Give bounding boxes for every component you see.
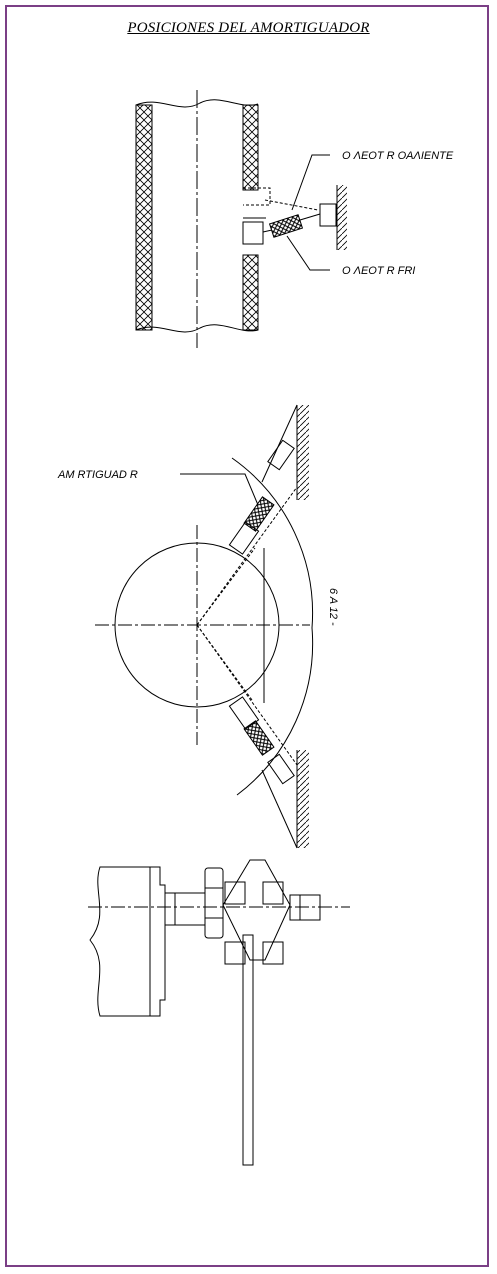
- label-cold-position: O ΛEOT R FRI: [342, 265, 415, 277]
- mounting-plate: [242, 934, 254, 1166]
- bolt-top-right: [262, 881, 284, 905]
- lower-wall-bracket: [267, 753, 295, 785]
- page-title: POSICIONES DEL AMORTIGUADOR: [127, 20, 370, 36]
- lower-spring: [243, 720, 275, 756]
- damper-body: [89, 866, 166, 1017]
- diagram-detail-view: [88, 859, 350, 1166]
- bolt-bottom-left: [224, 941, 246, 965]
- lock-nut: [204, 867, 224, 939]
- pipe-wall-right-top: [242, 104, 259, 191]
- label-damper: AM RTIGUAD R: [57, 469, 138, 481]
- pipe-wall-left: [135, 104, 153, 331]
- spring-cold: [268, 214, 304, 238]
- bolt-top-left: [224, 881, 246, 905]
- bolt-bottom-right: [262, 941, 284, 965]
- label-hot-position: O ΛEOT R OAΛIENTE: [342, 150, 454, 162]
- rod: [164, 892, 206, 926]
- wall-bracket: [319, 203, 337, 227]
- pipe-bracket: [242, 221, 264, 245]
- hub: [222, 859, 291, 961]
- upper-wall-bracket: [267, 439, 295, 471]
- diagram-side-view: [135, 90, 347, 348]
- label-angle-range: 6 A 12 -: [327, 588, 339, 626]
- page-border: [5, 5, 489, 1267]
- upper-spring: [243, 496, 275, 532]
- pipe-wall-right-bottom: [242, 254, 259, 331]
- diagram-plan-view: [95, 404, 314, 849]
